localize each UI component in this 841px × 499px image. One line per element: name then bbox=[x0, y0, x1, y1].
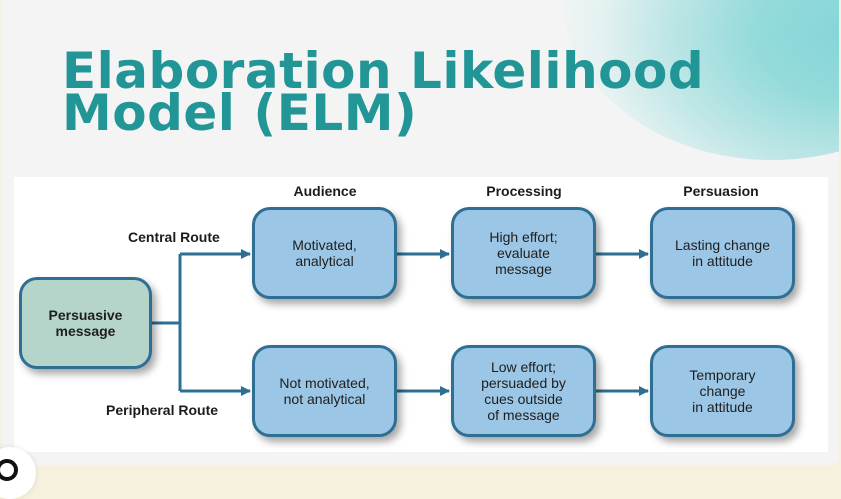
central-processing-text: High effort; evaluate message bbox=[489, 229, 558, 277]
circle-logo-icon bbox=[0, 459, 18, 481]
central-audience-text: Motivated, analytical bbox=[292, 237, 357, 269]
peripheral-route-label: Peripheral Route bbox=[106, 402, 219, 418]
central-route-label: Central Route bbox=[128, 229, 220, 245]
peripheral-processing-text: Low effort; persuaded by cues outside of… bbox=[481, 359, 566, 423]
title-line-1: Elaboration Likelihood bbox=[62, 42, 705, 100]
central-persuasion-box: Lasting change in attitude bbox=[650, 207, 795, 299]
column-header-processing: Processing bbox=[486, 183, 562, 199]
peripheral-audience-box: Not motivated, not analytical bbox=[252, 345, 397, 437]
persuasive-message-box: Persuasive message bbox=[19, 277, 152, 369]
page-title: Elaboration Likelihood Model (ELM) bbox=[62, 42, 705, 142]
elm-diagram: Audience Processing Persuasion Central R… bbox=[14, 177, 828, 452]
peripheral-persuasion-text: Temporary change in attitude bbox=[689, 367, 756, 415]
central-audience-box: Motivated, analytical bbox=[252, 207, 397, 299]
persuasive-message-text: Persuasive message bbox=[48, 307, 123, 339]
title-line-2: Model (ELM) bbox=[62, 84, 418, 142]
column-header-persuasion: Persuasion bbox=[683, 183, 759, 199]
peripheral-audience-text: Not motivated, not analytical bbox=[279, 375, 370, 407]
central-persuasion-text: Lasting change in attitude bbox=[675, 237, 770, 269]
peripheral-processing-box: Low effort; persuaded by cues outside of… bbox=[451, 345, 596, 437]
column-header-audience: Audience bbox=[293, 183, 357, 199]
slide: Elaboration Likelihood Model (ELM) Audie… bbox=[2, 0, 839, 466]
peripheral-persuasion-box: Temporary change in attitude bbox=[650, 345, 795, 437]
central-processing-box: High effort; evaluate message bbox=[451, 207, 596, 299]
